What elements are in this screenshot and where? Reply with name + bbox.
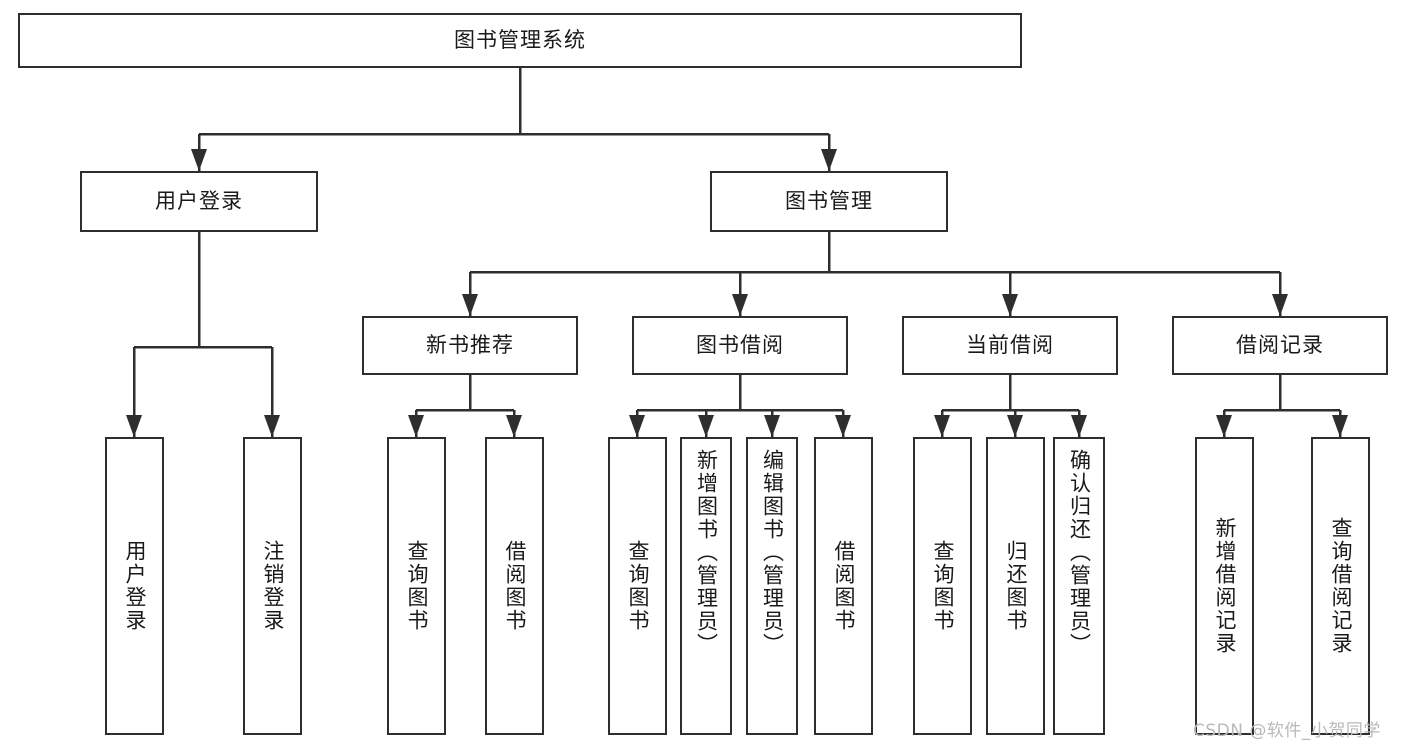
node-label-leaf-query-book-2: 查询图书 [625, 540, 650, 632]
node-new-book-recommend[interactable]: 新书推荐 [362, 316, 578, 375]
node-book-borrow[interactable]: 图书借阅 [632, 316, 848, 375]
node-leaf-query-book-2[interactable]: 查询图书 [608, 437, 667, 735]
node-label-user-login: 用户登录 [155, 188, 243, 213]
arrowhead-bookborrow-to-leaves-0 [629, 415, 645, 437]
arrowhead-root-to-level1-0 [191, 149, 207, 171]
node-leaf-edit-book[interactable]: 编辑图书（管理员） [746, 437, 798, 735]
arrowhead-currentborrow-to-leaves-1 [1007, 415, 1023, 437]
arrowhead-currentborrow-to-leaves-2 [1071, 415, 1087, 437]
node-leaf-query-borrow-record[interactable]: 查询借阅记录 [1311, 437, 1370, 735]
arrowhead-bookmanage-to-level2-0 [462, 294, 478, 316]
arrowhead-bookmanage-to-level2-1 [732, 294, 748, 316]
node-leaf-add-borrow-record[interactable]: 新增借阅记录 [1195, 437, 1254, 735]
arrowhead-bookmanage-to-level2-3 [1272, 294, 1288, 316]
watermark-label: CSDN @软件_小贺同学 [1193, 721, 1381, 741]
node-leaf-user-login[interactable]: 用户登录 [105, 437, 164, 735]
node-leaf-borrow-book-2[interactable]: 借阅图书 [814, 437, 873, 735]
arrowhead-bookborrow-to-leaves-2 [764, 415, 780, 437]
arrowhead-borrowrecord-to-leaves-1 [1332, 415, 1348, 437]
node-label-leaf-return-book: 归还图书 [1003, 540, 1028, 632]
arrowhead-userlogin-to-leaves-1 [264, 415, 280, 437]
arrowhead-borrowrecord-to-leaves-0 [1216, 415, 1232, 437]
node-label-leaf-confirm-return: 确认归还（管理员） [1067, 449, 1092, 656]
node-label-leaf-edit-book: 编辑图书（管理员） [760, 449, 785, 656]
node-label-leaf-query-book-3: 查询图书 [930, 540, 955, 632]
arrowhead-userlogin-to-leaves-0 [126, 415, 142, 437]
node-label-leaf-add-borrow-record: 新增借阅记录 [1212, 517, 1237, 655]
arrowhead-bookborrow-to-leaves-1 [698, 415, 714, 437]
node-label-leaf-query-book-1: 查询图书 [404, 540, 429, 632]
node-label-current-borrow: 当前借阅 [966, 332, 1054, 357]
node-label-leaf-borrow-book-1: 借阅图书 [502, 540, 527, 632]
node-label-borrow-record: 借阅记录 [1236, 332, 1324, 357]
node-leaf-return-book[interactable]: 归还图书 [986, 437, 1045, 735]
node-book-manage[interactable]: 图书管理 [710, 171, 948, 232]
node-leaf-add-book[interactable]: 新增图书（管理员） [680, 437, 732, 735]
node-label-new-book-recommend: 新书推荐 [426, 332, 514, 357]
node-current-borrow[interactable]: 当前借阅 [902, 316, 1118, 375]
node-label-root: 图书管理系统 [454, 27, 586, 52]
arrowhead-newbook-to-leaves-0 [408, 415, 424, 437]
node-label-leaf-user-login: 用户登录 [122, 540, 147, 632]
node-user-login[interactable]: 用户登录 [80, 171, 318, 232]
node-label-leaf-query-borrow-record: 查询借阅记录 [1328, 517, 1353, 655]
node-label-book-borrow: 图书借阅 [696, 332, 784, 357]
node-leaf-query-book-1[interactable]: 查询图书 [387, 437, 446, 735]
node-borrow-record[interactable]: 借阅记录 [1172, 316, 1388, 375]
node-label-leaf-borrow-book-2: 借阅图书 [831, 540, 856, 632]
arrowhead-bookborrow-to-leaves-3 [835, 415, 851, 437]
node-label-leaf-logout-login: 注销登录 [260, 540, 285, 632]
arrowhead-root-to-level1-1 [821, 149, 837, 171]
node-label-leaf-add-book: 新增图书（管理员） [694, 449, 719, 656]
node-label-book-manage: 图书管理 [785, 188, 873, 213]
node-leaf-borrow-book-1[interactable]: 借阅图书 [485, 437, 544, 735]
node-leaf-confirm-return[interactable]: 确认归还（管理员） [1053, 437, 1105, 735]
arrowhead-newbook-to-leaves-1 [506, 415, 522, 437]
arrowhead-currentborrow-to-leaves-0 [934, 415, 950, 437]
arrowhead-bookmanage-to-level2-2 [1002, 294, 1018, 316]
node-leaf-logout-login[interactable]: 注销登录 [243, 437, 302, 735]
node-root[interactable]: 图书管理系统 [18, 13, 1022, 68]
node-leaf-query-book-3[interactable]: 查询图书 [913, 437, 972, 735]
